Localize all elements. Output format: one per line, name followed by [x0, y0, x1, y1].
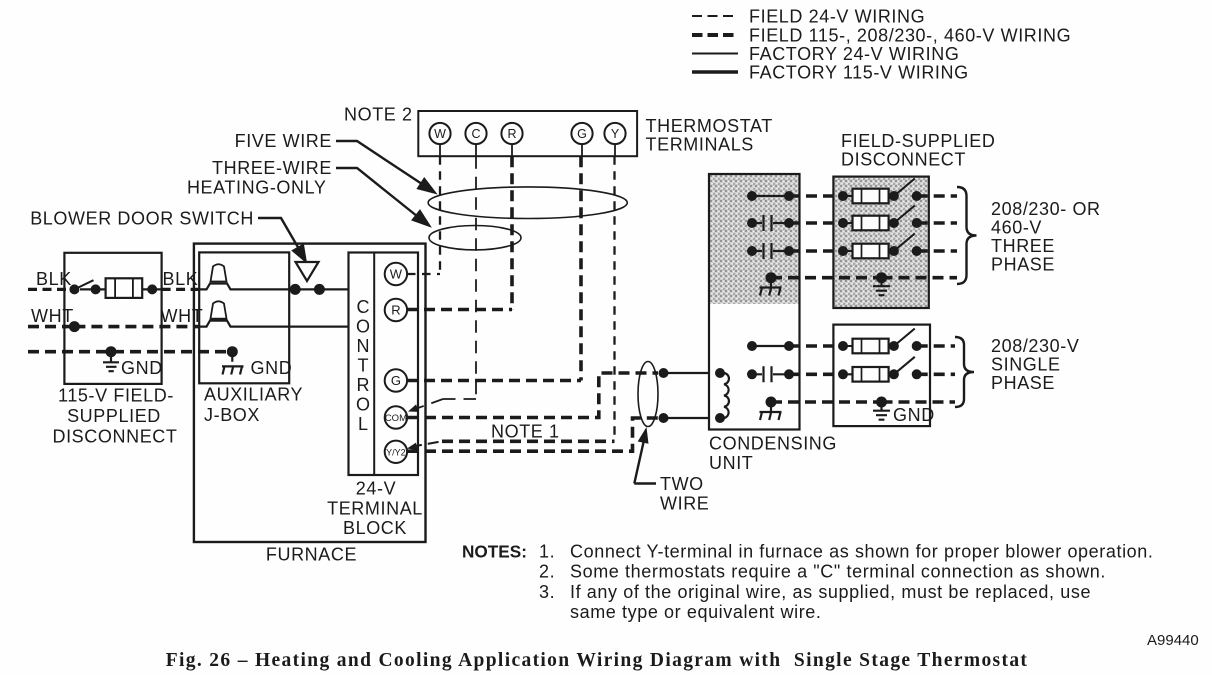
svg-text:C: C	[357, 297, 370, 317]
svg-text:NOTE 1: NOTE 1	[491, 422, 560, 442]
svg-text:DISCONNECT: DISCONNECT	[52, 427, 177, 447]
svg-text:GND: GND	[251, 358, 293, 378]
svg-text:T: T	[358, 356, 369, 376]
svg-text:SINGLE: SINGLE	[991, 355, 1061, 375]
svg-text:115-V FIELD-: 115-V FIELD-	[58, 386, 174, 406]
svg-text:208/230-V: 208/230-V	[991, 336, 1079, 356]
svg-text:L: L	[358, 414, 368, 434]
svg-text:FURNACE: FURNACE	[266, 545, 357, 565]
svg-text:TERMINALS: TERMINALS	[646, 135, 754, 155]
svg-text:PHASE: PHASE	[991, 373, 1055, 393]
svg-text:HEATING-ONLY: HEATING-ONLY	[187, 178, 327, 198]
svg-text:WIRE: WIRE	[660, 494, 709, 514]
svg-text:J-BOX: J-BOX	[204, 405, 260, 425]
svg-text:BLK: BLK	[163, 269, 199, 289]
svg-text:FIELD 24-V WIRING: FIELD 24-V WIRING	[749, 7, 925, 27]
svg-text:O: O	[356, 317, 370, 337]
svg-text:C: C	[471, 127, 480, 141]
svg-text:W: W	[434, 127, 446, 141]
svg-text:R: R	[507, 127, 516, 141]
svg-text:THERMOSTAT: THERMOSTAT	[646, 116, 773, 136]
svg-text:A99440: A99440	[1147, 632, 1199, 649]
svg-text:R: R	[391, 303, 400, 318]
svg-text:FIVE WIRE: FIVE WIRE	[235, 131, 332, 151]
svg-text:Fig. 26 – Heating and Cooling: Fig. 26 – Heating and Cooling Applicatio…	[166, 650, 1029, 671]
svg-text:3.: 3.	[539, 582, 555, 602]
svg-text:460-V: 460-V	[991, 218, 1042, 238]
svg-text:BLOCK: BLOCK	[343, 518, 407, 538]
svg-text:W: W	[390, 267, 403, 282]
svg-text:FIELD-SUPPLIED: FIELD-SUPPLIED	[841, 131, 995, 151]
svg-text:GND: GND	[121, 358, 163, 378]
svg-text:TERMINAL: TERMINAL	[327, 499, 423, 519]
svg-text:G: G	[577, 127, 587, 141]
svg-text:N: N	[357, 336, 370, 356]
svg-text:UNIT: UNIT	[709, 453, 753, 473]
svg-text:24-V: 24-V	[356, 479, 396, 499]
svg-text:208/230- OR: 208/230- OR	[991, 199, 1101, 219]
svg-text:WHT: WHT	[31, 306, 74, 326]
svg-text:2.: 2.	[539, 562, 555, 582]
svg-text:BLOWER DOOR SWITCH: BLOWER DOOR SWITCH	[30, 209, 254, 229]
svg-text:FIELD 115-, 208/230-, 460-V WI: FIELD 115-, 208/230-, 460-V WIRING	[749, 26, 1071, 46]
svg-text:GND: GND	[893, 405, 935, 425]
svg-text:O: O	[356, 395, 370, 415]
svg-text:same type or equivalent wire.: same type or equivalent wire.	[570, 602, 822, 622]
svg-text:FACTORY 24-V WIRING: FACTORY 24-V WIRING	[749, 44, 959, 64]
svg-text:DISCONNECT: DISCONNECT	[841, 150, 966, 170]
svg-text:G: G	[391, 373, 401, 388]
svg-text:TWO: TWO	[660, 474, 704, 494]
svg-text:NOTES:: NOTES:	[462, 542, 527, 562]
svg-text:CONDENSING: CONDENSING	[709, 434, 837, 454]
svg-text:R: R	[357, 375, 370, 395]
svg-text:FACTORY 115-V WIRING: FACTORY 115-V WIRING	[749, 63, 969, 83]
svg-text:Some thermostats require a "C": Some thermostats require a "C" terminal …	[570, 562, 1106, 582]
svg-text:If any of the original wire, a: If any of the original wire, as supplied…	[570, 582, 1091, 602]
svg-text:NOTE 2: NOTE 2	[344, 105, 413, 125]
svg-text:1.: 1.	[539, 542, 555, 562]
svg-text:THREE: THREE	[991, 236, 1055, 256]
svg-text:PHASE: PHASE	[991, 255, 1055, 275]
svg-text:SUPPLIED: SUPPLIED	[67, 406, 161, 426]
svg-text:THREE-WIRE: THREE-WIRE	[212, 158, 332, 178]
svg-text:COM: COM	[385, 413, 407, 424]
svg-text:Y: Y	[611, 127, 620, 141]
svg-text:BLK: BLK	[36, 269, 72, 289]
svg-text:Connect Y-terminal in furnace: Connect Y-terminal in furnace as shown f…	[570, 542, 1154, 562]
svg-text:AUXILIARY: AUXILIARY	[204, 385, 303, 405]
svg-text:WHT: WHT	[161, 306, 204, 326]
svg-text:Y/Y2: Y/Y2	[386, 448, 406, 458]
